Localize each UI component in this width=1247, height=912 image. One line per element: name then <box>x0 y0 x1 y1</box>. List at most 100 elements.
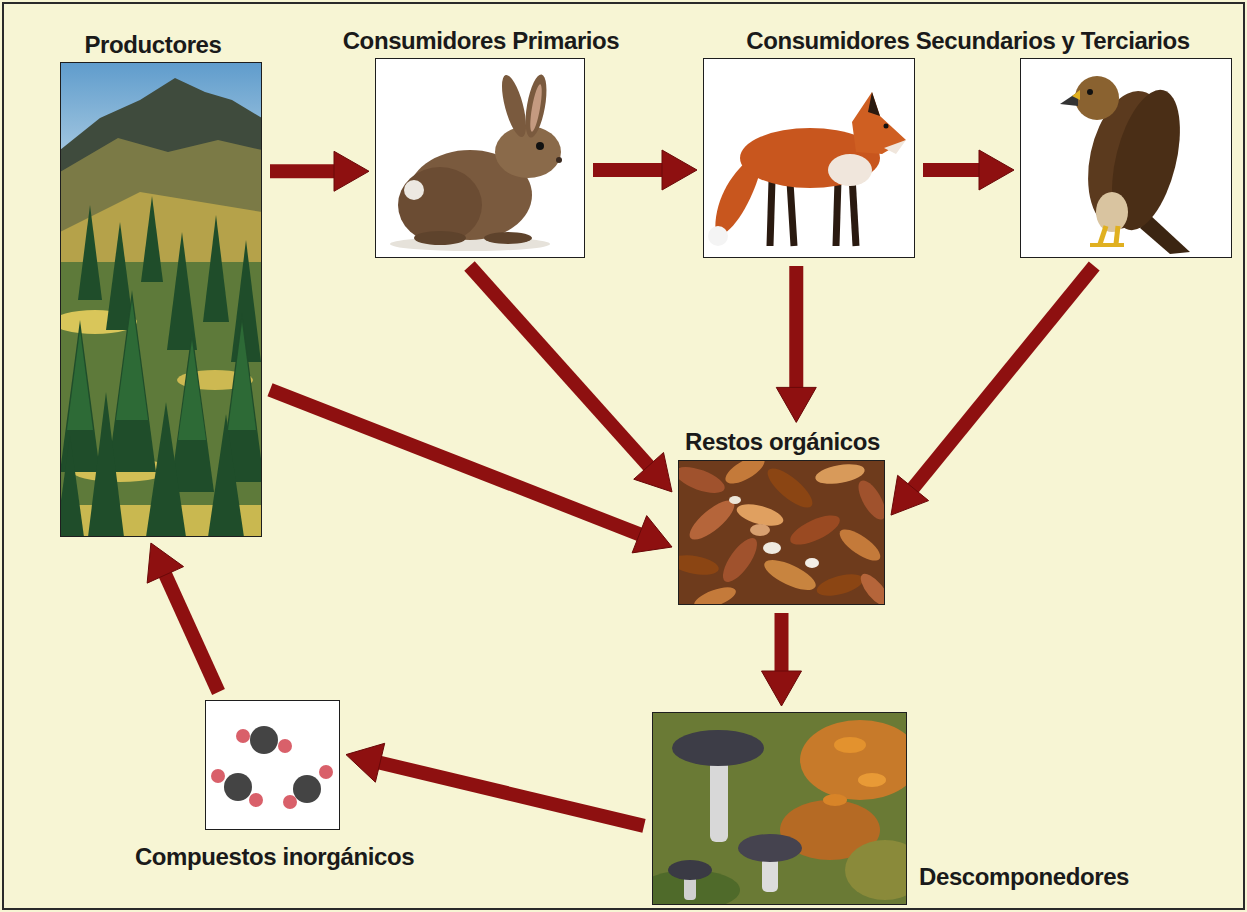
fungi-scene <box>668 860 712 880</box>
flow-arrow <box>923 150 1014 190</box>
flow-arrow <box>762 613 802 706</box>
node-heading: Productores <box>85 31 222 59</box>
arrow-shaft <box>270 390 640 535</box>
forest-landscape <box>170 330 214 492</box>
forest-landscape <box>178 340 206 440</box>
arrow-shaft <box>470 266 650 467</box>
node-heading: Restos orgánicos <box>685 428 880 456</box>
co2-molecules <box>211 726 333 809</box>
eagle-panel <box>1020 58 1232 258</box>
arrow-head <box>334 151 369 191</box>
rabbit-figure <box>390 73 562 251</box>
fungi-scene <box>858 773 886 787</box>
leaf-litter <box>814 570 865 600</box>
fungi-scene <box>845 840 907 900</box>
tertiary-consumer-box <box>1020 58 1232 258</box>
flow-arrow <box>147 543 218 692</box>
forest-landscape <box>78 205 102 300</box>
fungi-scene <box>834 737 866 753</box>
forest-landscape <box>67 300 256 440</box>
arrow-shaft <box>270 164 335 178</box>
flow-arrow <box>776 266 816 422</box>
leaf-litter <box>853 476 885 523</box>
forest-landscape <box>228 322 256 430</box>
co2-molecules <box>278 739 292 753</box>
fox-panel <box>703 58 915 258</box>
co2-molecules <box>250 726 278 754</box>
leaf-litter <box>760 554 819 596</box>
arrow-head <box>632 516 672 553</box>
producer-image-box: Productores <box>60 62 262 537</box>
fox-figure <box>708 226 728 246</box>
arrow-head <box>147 543 183 583</box>
forest-landscape <box>108 290 156 472</box>
leaf-litter <box>786 510 843 551</box>
forest-landscape <box>141 196 163 282</box>
forest-landscape <box>60 320 100 472</box>
forest-landscape <box>116 300 148 420</box>
leaf-litter <box>856 570 885 605</box>
arrow-shaft <box>379 763 644 826</box>
flow-arrow <box>270 151 369 191</box>
fox-figure <box>852 176 856 246</box>
arrow-head <box>776 387 816 422</box>
rabbit-figure <box>522 73 551 139</box>
fox-figure <box>828 154 872 186</box>
arrow-shaft <box>593 163 663 177</box>
rabbit-figure <box>414 231 466 245</box>
arrow-head <box>634 452 672 491</box>
rabbit-figure <box>556 157 562 163</box>
inorganic-compounds-box: Compuestos inorgánicos <box>205 700 340 830</box>
arrow-head <box>979 150 1014 190</box>
flow-arrow <box>593 150 697 190</box>
node-heading: Descomponedores <box>919 863 1129 891</box>
fox-figure <box>770 180 772 246</box>
co2-molecules <box>211 769 225 783</box>
fox-figure <box>884 124 889 129</box>
leaf-litter <box>762 462 818 513</box>
fungi-scene <box>738 834 802 862</box>
page-frame <box>3 3 1244 909</box>
eagle-figure <box>1116 226 1118 244</box>
node-heading: Consumidores Secundarios y Terciarios <box>746 27 1190 55</box>
leaf-litter <box>678 460 885 605</box>
fungi-scene <box>823 794 847 806</box>
leaf-litter <box>835 524 885 566</box>
arrow-shaft <box>912 266 1094 489</box>
leaf-litter <box>805 558 819 568</box>
leaf-litter <box>678 552 720 578</box>
co2-molecules <box>283 795 297 809</box>
rabbit-figure <box>484 232 532 244</box>
organic-remains-box: Restos orgánicos <box>678 460 885 605</box>
eagle-figure <box>1060 76 1193 254</box>
arrow-shaft <box>789 266 803 388</box>
fungi-scene <box>652 712 907 905</box>
leaf-litter <box>721 460 768 489</box>
leaf-litter <box>763 542 781 554</box>
fox-figure <box>708 92 906 246</box>
leaf-litter <box>717 533 763 587</box>
flow-arrow <box>891 266 1094 515</box>
co2-molecules <box>293 775 321 803</box>
rabbit-figure <box>528 84 544 133</box>
eagle-figure <box>1087 89 1093 95</box>
fox-figure <box>790 182 794 246</box>
leaf-litter <box>678 462 728 499</box>
arrow-head <box>891 475 929 515</box>
fox-figure <box>868 92 880 116</box>
flow-arrow <box>346 743 644 826</box>
eagle-figure <box>1100 226 1106 244</box>
leaf-litter <box>814 461 866 487</box>
eagle-figure <box>1096 192 1128 232</box>
node-heading: Compuestos inorgánicos <box>135 843 414 871</box>
rabbit-figure <box>536 142 544 150</box>
arrow-head <box>762 671 802 706</box>
eagle-figure <box>1075 76 1119 120</box>
forest-landscape <box>167 232 197 350</box>
primary-consumer-box: Consumidores Primarios <box>375 58 585 258</box>
forest-landscape <box>146 402 186 537</box>
arrow-shaft <box>775 613 789 672</box>
forest-landscape <box>208 414 244 537</box>
